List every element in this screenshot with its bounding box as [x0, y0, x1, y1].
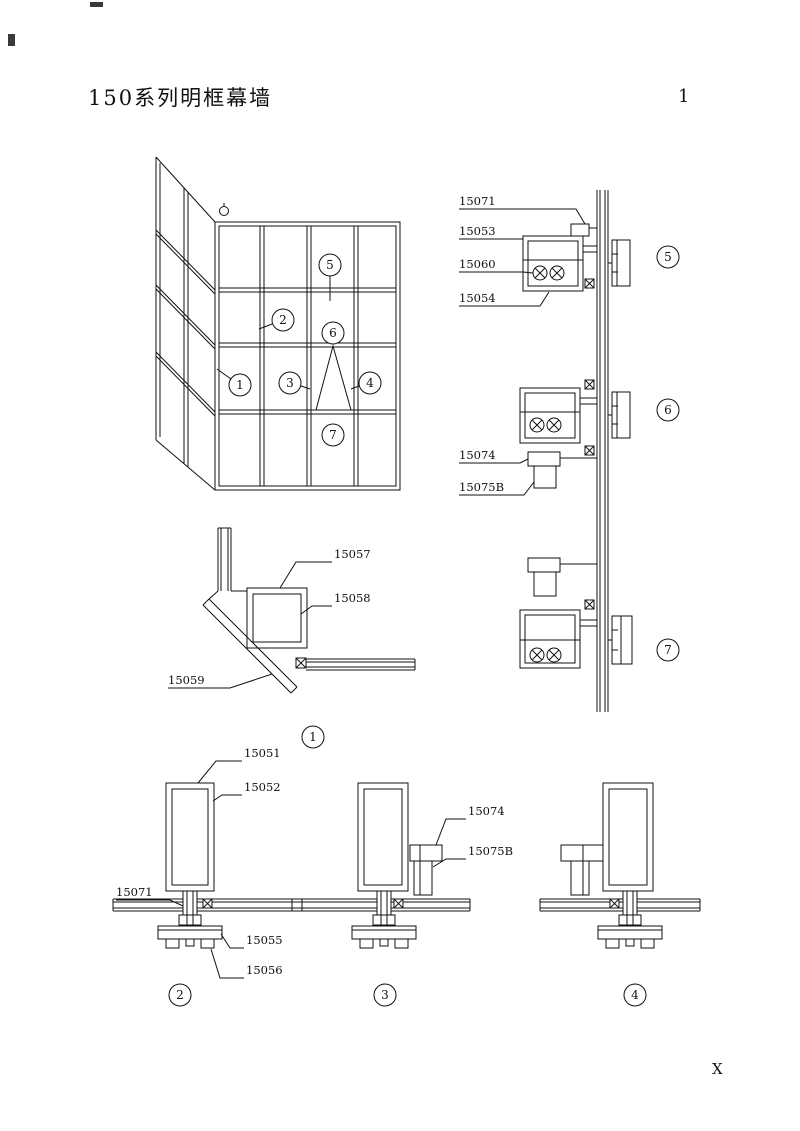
part-label-15075B-d3: 15075B	[432, 844, 513, 868]
part-number: 15071	[116, 885, 153, 899]
screw-icon	[549, 265, 565, 281]
page-number: 1	[678, 86, 690, 107]
detail-4-section: 4	[539, 782, 701, 1007]
part-label-15058: 15058	[300, 591, 371, 615]
part-number: 15057	[334, 547, 371, 561]
detail-1-corner-section: 1	[202, 527, 416, 749]
part-label-15054: 15054	[459, 291, 550, 307]
balloon-callout-2: 2	[271, 308, 295, 332]
balloon-number: 5	[664, 250, 672, 264]
screw-icon	[529, 647, 545, 663]
mullion-glass-lines-right	[596, 190, 609, 712]
part-number: 15054	[459, 291, 496, 305]
balloon-callout-2-detail: 2	[168, 983, 192, 1007]
balloon-callout-5: 5	[318, 253, 342, 277]
balloon-callout-6-detail: 6	[656, 398, 680, 422]
balloon-number: 6	[664, 403, 672, 417]
detail-7-section: 7	[519, 557, 680, 669]
detail-2-section: 2	[112, 782, 303, 1007]
balloon-callout-7: 7	[321, 423, 345, 447]
balloon-number: 5	[326, 258, 334, 272]
part-label-15060: 15060	[459, 257, 534, 274]
drawing-title: 150系列明框幕墙	[88, 86, 273, 110]
gasket-x-marker	[584, 445, 595, 456]
balloon-callout-6: 6	[321, 321, 345, 345]
balloon-callout-4-detail: 4	[623, 983, 647, 1007]
balloon-number: 1	[309, 730, 317, 744]
gasket-x-marker	[609, 898, 620, 909]
part-label-15074-d6: 15074	[459, 448, 529, 464]
part-label-15051: 15051	[197, 746, 281, 784]
gasket-x-marker	[584, 599, 595, 610]
detail-5-section: 5	[522, 223, 680, 292]
elevation-view: 1 2 3 4 5 6 7	[155, 156, 401, 491]
gasket-x-marker	[202, 898, 213, 909]
balloon-number: 3	[381, 988, 389, 1002]
part-label-15052: 15052	[212, 780, 281, 802]
balloon-callout-4: 4	[358, 371, 382, 395]
balloon-callout-3: 3	[278, 371, 302, 395]
part-number: 15051	[244, 746, 281, 760]
balloon-number: 7	[329, 428, 337, 442]
part-label-15056: 15056	[210, 948, 283, 979]
gasket-x-marker	[393, 898, 404, 909]
detail-3-section: 3	[291, 782, 471, 1007]
part-label-15059: 15059	[168, 673, 273, 689]
part-label-15053: 15053	[459, 224, 523, 240]
part-label-15074-d3: 15074	[435, 804, 505, 846]
balloon-callout-5-detail: 5	[656, 245, 680, 269]
screw-icon	[546, 647, 562, 663]
balloon-number: 1	[236, 378, 244, 392]
gasket-x-marker	[584, 379, 595, 390]
part-number: 15075B	[459, 480, 504, 494]
balloon-number: 2	[279, 313, 287, 327]
screw-icon	[529, 417, 545, 433]
gasket-x-marker	[295, 657, 307, 669]
part-number: 15056	[246, 963, 283, 977]
balloon-number: 6	[329, 326, 337, 340]
balloon-number: 4	[631, 988, 639, 1002]
detail-6-section: 6	[519, 379, 680, 489]
part-number: 15053	[459, 224, 496, 238]
part-label-15057: 15057	[279, 547, 371, 589]
balloon-number: 7	[664, 643, 672, 657]
part-number: 15071	[459, 194, 496, 208]
part-number: 15052	[244, 780, 281, 794]
part-number: 15058	[334, 591, 371, 605]
part-number: 15074	[459, 448, 496, 462]
screw-icon	[546, 417, 562, 433]
corner-joint-icon	[219, 203, 229, 216]
balloon-number: 2	[176, 988, 184, 1002]
corner-mark: X	[712, 1060, 723, 1078]
balloon-number: 3	[286, 376, 294, 390]
scan-artifact	[90, 2, 103, 7]
section-triangle-marker	[315, 344, 352, 411]
part-number: 15075B	[468, 844, 513, 858]
part-number: 15059	[168, 673, 205, 687]
balloon-number: 4	[366, 376, 374, 390]
balloon-callout-1-detail: 1	[301, 725, 325, 749]
part-label-15075B-d6: 15075B	[459, 480, 535, 496]
part-number: 15060	[459, 257, 496, 271]
scan-artifact	[8, 34, 15, 46]
gasket-x-marker	[584, 278, 595, 289]
part-label-15071-d5: 15071	[459, 194, 586, 225]
part-label-15071-d2: 15071	[116, 885, 184, 907]
balloon-callout-7-detail: 7	[656, 638, 680, 662]
balloon-callout-3-detail: 3	[373, 983, 397, 1007]
balloon-callout-1: 1	[228, 373, 252, 397]
part-number: 15074	[468, 804, 505, 818]
part-label-15055: 15055	[220, 933, 283, 949]
part-number: 15055	[246, 933, 283, 947]
